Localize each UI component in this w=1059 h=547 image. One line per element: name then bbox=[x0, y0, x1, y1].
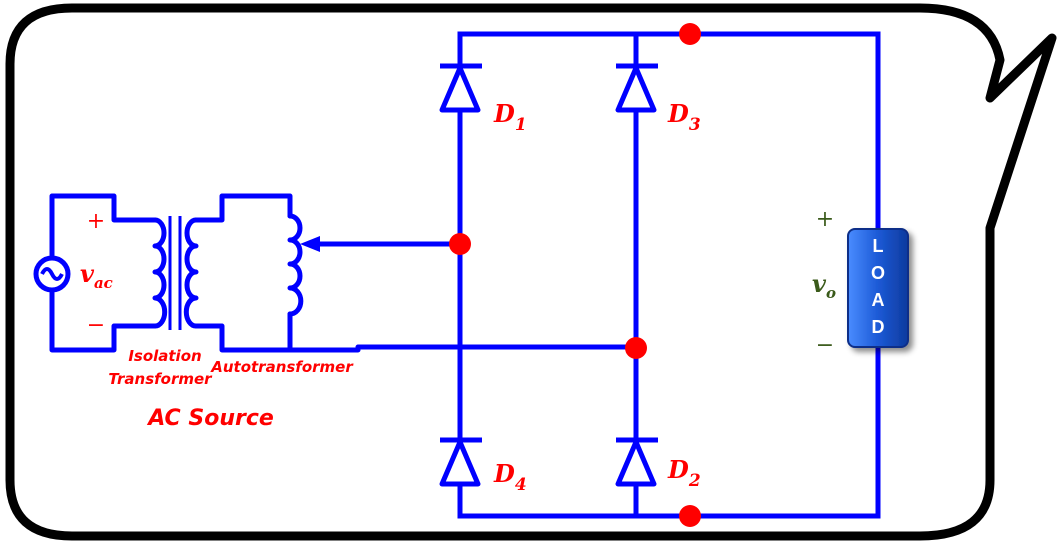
load-label: L O A D bbox=[871, 236, 885, 337]
load-letter: A bbox=[872, 290, 885, 310]
output-plus-sign: + bbox=[816, 207, 834, 232]
transformer-core bbox=[168, 216, 182, 330]
diode-d2-label: D2 bbox=[667, 455, 701, 491]
source-voltage-symbol: v bbox=[80, 259, 95, 288]
source-wires bbox=[49, 193, 639, 353]
output-voltage-symbol: v bbox=[812, 269, 827, 298]
diode-d3-label: D3 bbox=[667, 99, 701, 135]
source-plus-sign: + bbox=[87, 209, 105, 234]
output-voltage-sub: o bbox=[826, 284, 836, 302]
diode-d4 bbox=[439, 437, 482, 487]
node-bottom bbox=[679, 505, 701, 527]
ac-source-icon bbox=[33, 255, 71, 293]
autotransformer-label: Autotransformer bbox=[210, 358, 354, 376]
isolation-label-line1: Isolation bbox=[128, 347, 201, 365]
source-voltage-label: vac bbox=[80, 259, 113, 292]
load-letter: L bbox=[873, 236, 884, 256]
autotransformer-wiper-arrow bbox=[300, 236, 460, 252]
output-voltage-label: vo bbox=[812, 269, 836, 302]
load-letter: D bbox=[872, 317, 885, 337]
load-resistor bbox=[847, 228, 909, 348]
diode-d1-label: D1 bbox=[493, 99, 527, 135]
junction-nodes bbox=[449, 23, 701, 527]
node-top bbox=[679, 23, 701, 45]
diode-d1 bbox=[439, 63, 482, 113]
source-voltage-sub: ac bbox=[94, 274, 113, 292]
diode-d2 bbox=[615, 437, 658, 487]
node-left-mid bbox=[449, 233, 471, 255]
output-minus-sign: − bbox=[816, 333, 834, 358]
ac-source-label: AC Source bbox=[146, 406, 274, 431]
diode-d3 bbox=[615, 63, 658, 113]
node-right-mid bbox=[625, 337, 647, 359]
load-letter: O bbox=[871, 263, 885, 283]
isolation-label-line2: Transformer bbox=[108, 370, 213, 388]
source-minus-sign: − bbox=[87, 313, 105, 338]
speech-bubble-frame bbox=[5, 3, 1057, 541]
diode-d4-label: D4 bbox=[493, 459, 527, 495]
bridge-wires bbox=[457, 31, 881, 519]
